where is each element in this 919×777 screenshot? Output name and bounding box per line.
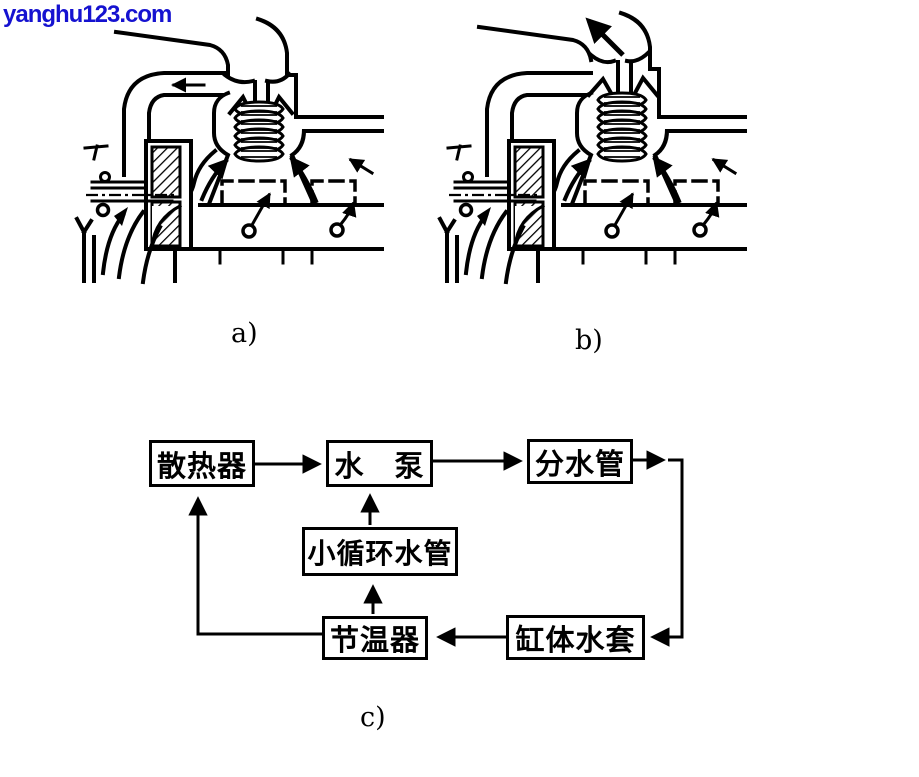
outlet-channel [485,71,593,177]
panel-a-label: a) [231,318,258,349]
flow-arrow [477,207,491,226]
thermostat-bellows [596,91,648,163]
diagram-a-thermostat-closed [74,16,384,285]
rocker-arm-arrow [604,192,720,239]
panel-b-label: b) [575,325,603,356]
panel-c-label: c) [360,702,386,733]
suction-flow [437,207,526,285]
pump-shaft [446,144,539,218]
valve-port-dashed [220,179,287,207]
flowchart-box-radiator: 散热器 [149,440,255,487]
arrow-thermostat-to-radiator [188,496,322,636]
pump-shaft [83,144,176,218]
outflow-arrow [585,17,625,57]
line-distribution-to-jacket [666,458,684,639]
outlet-channel [122,71,230,177]
flowchart-box-thermostat: 节温器 [322,616,428,660]
flow-arrows-to-bellows [199,155,375,204]
flow-arrows-to-bellows [562,155,738,204]
flowchart-box-small-circulation-pipe: 小循环水管 [302,527,458,576]
water-pump-impeller [513,145,545,199]
rocker-arm-arrow [241,192,357,239]
water-pump-impeller [150,145,182,199]
water-pump [144,139,193,251]
radiator-hose [113,16,289,78]
diagram-b-thermostat-open [437,10,747,285]
flowchart-box-water-pump: 水 泵 [326,440,433,487]
valve-port-dashed [673,179,720,207]
flowchart-box-cylinder-water-jacket: 缸体水套 [506,615,645,660]
valve-port-dashed [583,179,650,207]
thermostat-bellows [233,100,285,163]
valve-seat [586,49,747,133]
water-pump [507,139,556,251]
suction-flow [74,207,163,285]
valve-port-dashed [310,179,357,207]
flowchart-box-distribution-pipe: 分水管 [527,439,633,484]
flow-arrow [114,207,128,226]
watermark-text: yanghu123.com [3,1,172,28]
